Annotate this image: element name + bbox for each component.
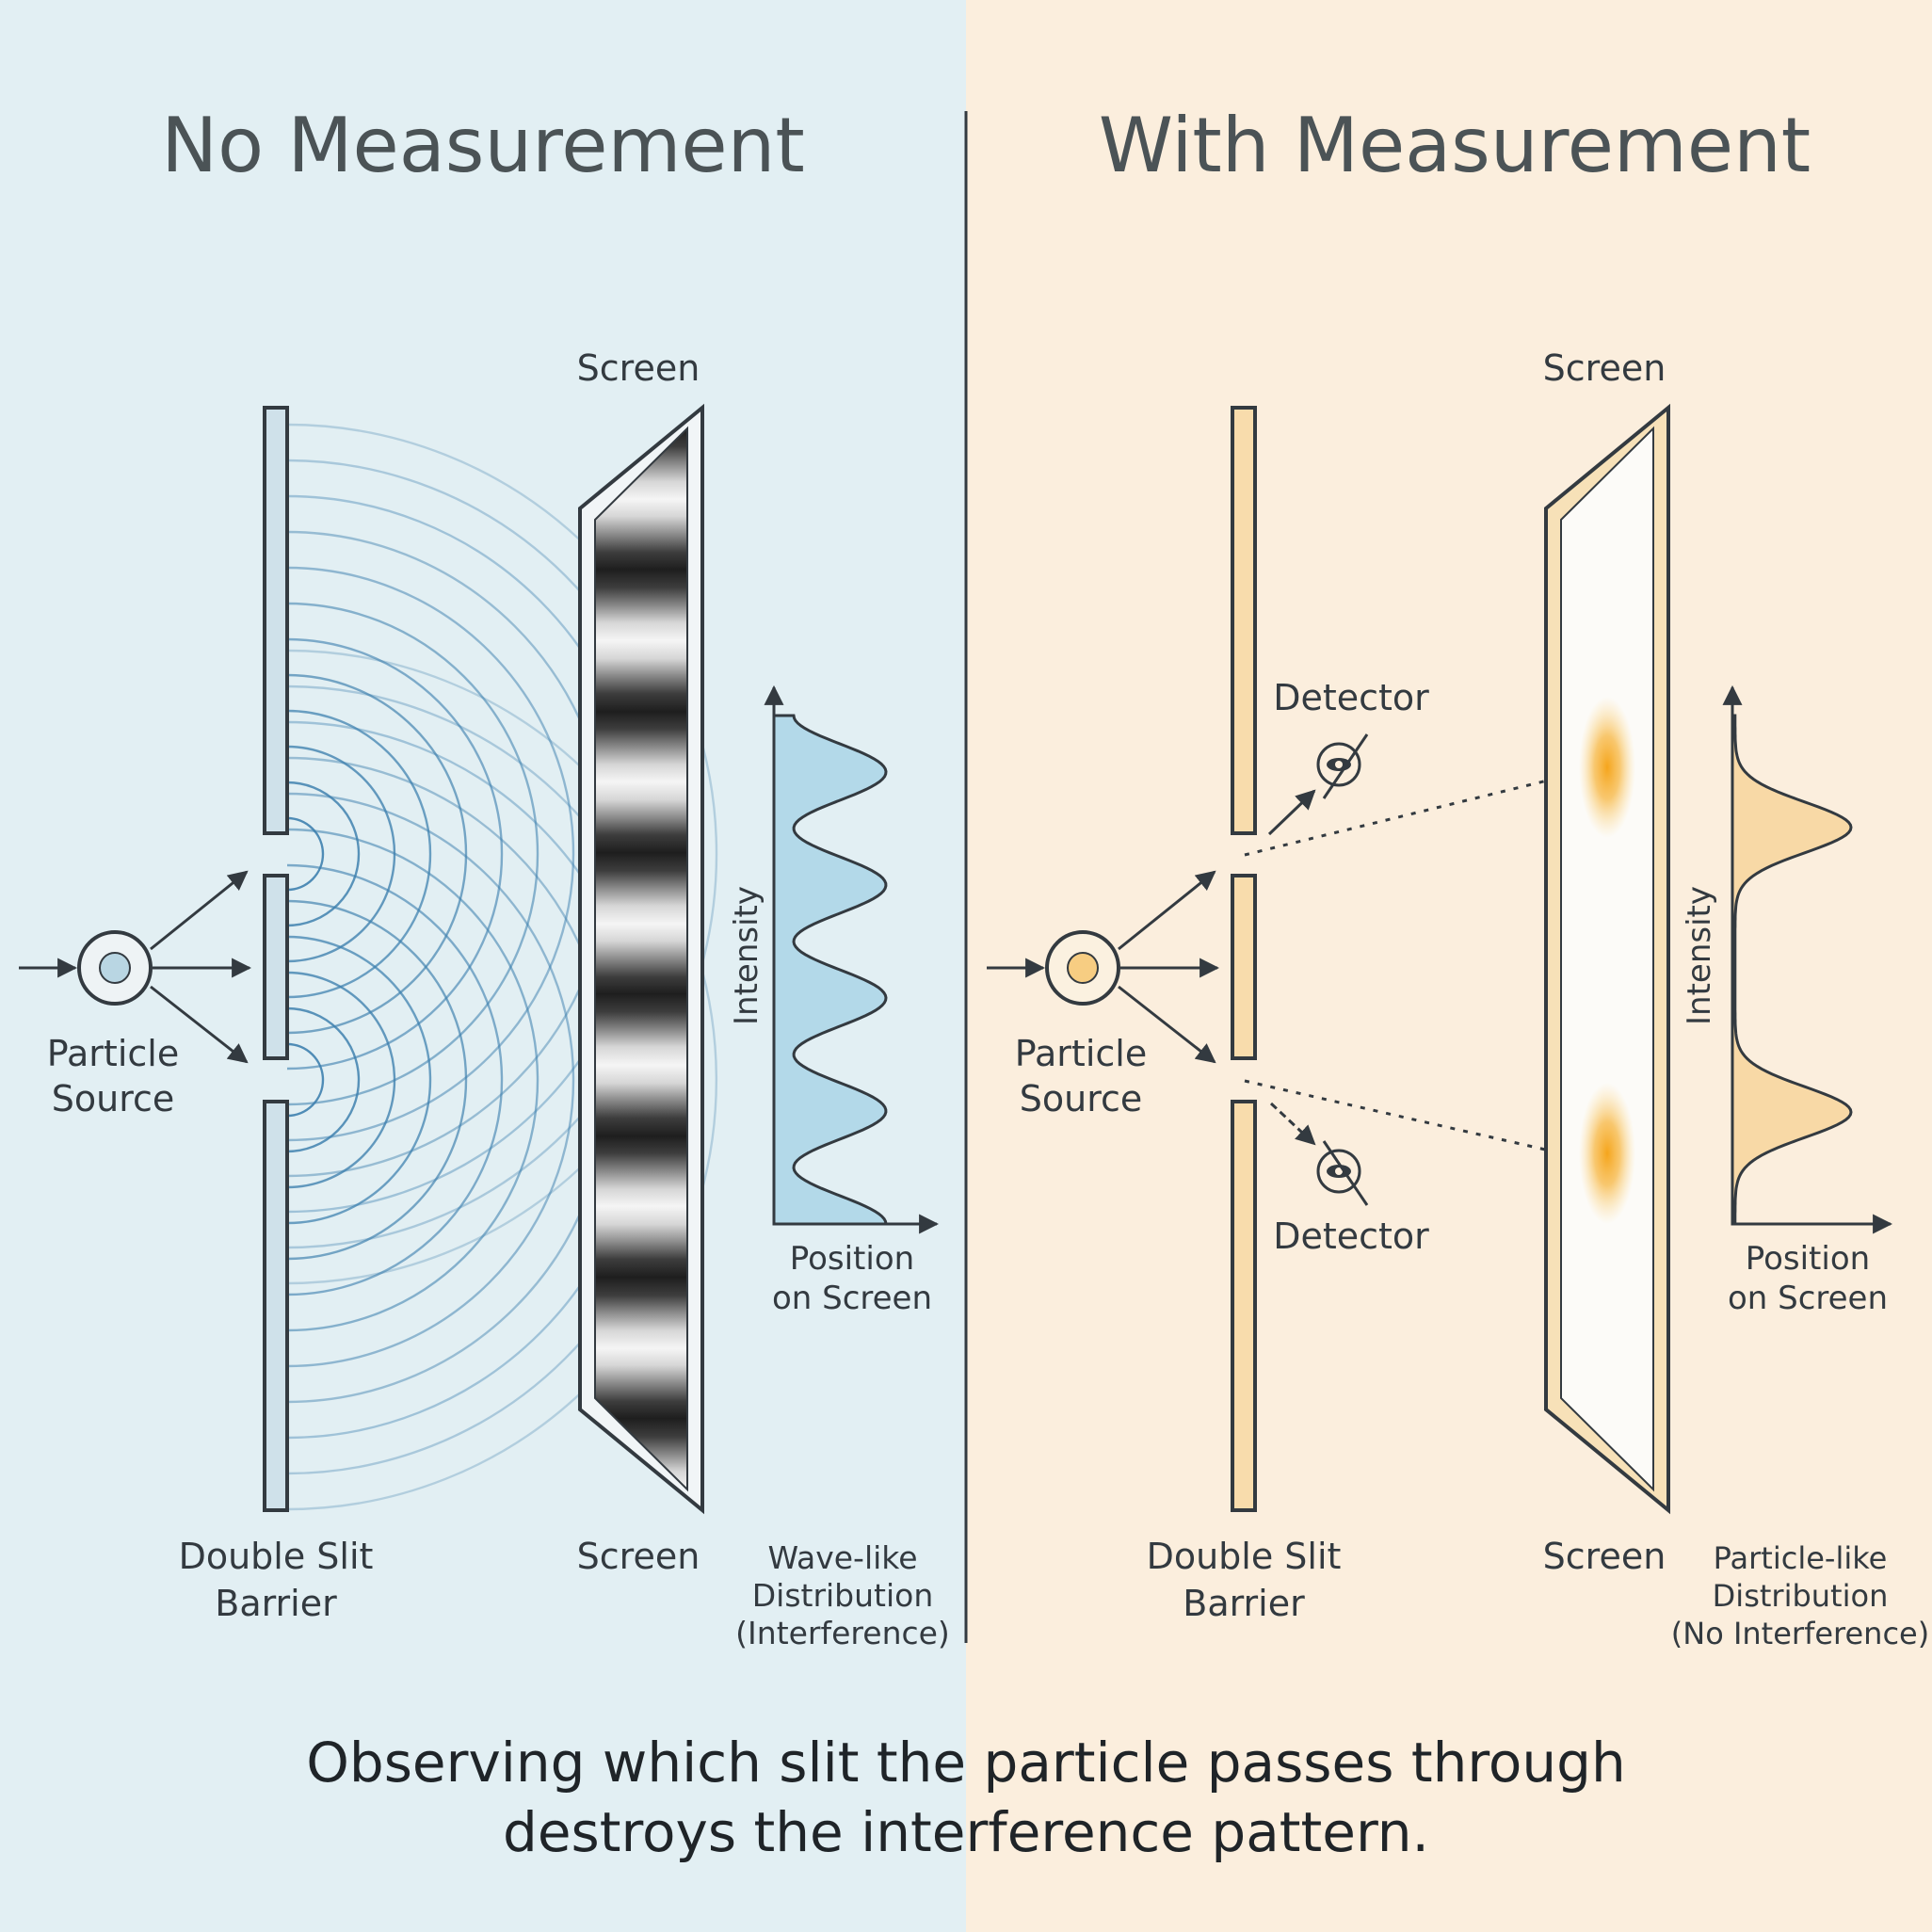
- barrier-label-line2: Barrier: [1183, 1583, 1305, 1624]
- source-label-line1: Particle: [47, 1033, 179, 1074]
- lower-hit-spot: [1579, 1083, 1635, 1224]
- distribution-label-line3: (Interference): [735, 1615, 950, 1651]
- particle-core: [99, 952, 131, 984]
- arrow-to-bottom-detector: [1269, 1102, 1316, 1146]
- distribution-label-line1: Particle-like: [1714, 1540, 1888, 1576]
- wavefront-arc: [286, 863, 504, 1296]
- arrow-to-upper-slit: [1118, 870, 1216, 951]
- barrier-bottom-segment: [1231, 1100, 1257, 1512]
- interference-intensity-curve: [772, 714, 888, 1226]
- distribution-label-line2: Distribution: [752, 1577, 934, 1614]
- barrier-middle-segment: [1231, 874, 1257, 1060]
- particle-intensity-curve: [1731, 714, 1853, 1226]
- upper-hit-spot: [1579, 697, 1635, 838]
- wavefront-arc: [286, 649, 718, 1511]
- barrier-middle-segment: [263, 874, 289, 1060]
- interference-fringes: [594, 426, 688, 1492]
- screen-label-top: Screen: [1543, 347, 1666, 389]
- wavefront-arc: [286, 602, 539, 1106]
- barrier-top-segment: [263, 406, 289, 835]
- eye-detector-icon-bottom: [1316, 1140, 1369, 1206]
- right-panel-background: [966, 0, 1932, 1932]
- barrier-top-segment: [1231, 406, 1257, 835]
- wavefront-arc: [286, 935, 432, 1225]
- arrow-to-lower-slit: [150, 985, 249, 1064]
- wavefront-arc: [286, 899, 468, 1261]
- distribution-label-line3: (No Interference): [1671, 1616, 1929, 1651]
- detector-bottom-label: Detector: [1273, 1216, 1429, 1257]
- distribution-label-line1: Wave-like: [767, 1539, 917, 1576]
- screen-label-bottom: Screen: [1543, 1536, 1666, 1577]
- eye-detector-icon-top: [1316, 733, 1369, 799]
- graph-y-label: Intensity: [728, 886, 765, 1025]
- source-label-line2: Source: [52, 1078, 175, 1119]
- caption-line2: destroys the interference pattern.: [503, 1800, 1429, 1864]
- wavefront-arc: [286, 423, 718, 1285]
- wavefront-arc: [286, 828, 539, 1332]
- wavefront-arc: [286, 709, 432, 999]
- screen-surface: [1560, 426, 1654, 1492]
- path-upper-slit-to-screen: [1244, 768, 1577, 857]
- barrier-bottom-segment: [263, 1100, 289, 1512]
- particle-core: [1067, 952, 1099, 984]
- path-lower-slit-to-screen: [1244, 1079, 1577, 1163]
- arrow-to-upper-slit: [150, 870, 249, 951]
- barrier-label-line1: Double Slit: [1147, 1536, 1342, 1577]
- right-title: With Measurement: [1099, 102, 1811, 189]
- graph-x-label-line1: Position: [1746, 1240, 1870, 1278]
- screen-label-top: Screen: [577, 347, 700, 389]
- wavefront-arc: [286, 1006, 361, 1153]
- graph-x-label-line2: on Screen: [1728, 1280, 1888, 1317]
- wavefront-arc: [286, 566, 575, 1142]
- left-experiment: Particle Source Double Slit Barrier Scre…: [19, 347, 950, 1651]
- arrow-to-lower-slit: [1118, 985, 1216, 1064]
- wavefront-arc: [286, 781, 361, 927]
- wavefront-arc: [286, 816, 325, 892]
- detector-top-label: Detector: [1273, 677, 1429, 718]
- wavefront-arc: [286, 1042, 325, 1118]
- distribution-label-line2: Distribution: [1713, 1578, 1889, 1614]
- screen-label-bottom: Screen: [577, 1536, 700, 1577]
- right-experiment: Particle Source Double Slit Barrier Dete…: [987, 347, 1929, 1651]
- source-label-line1: Particle: [1015, 1033, 1147, 1074]
- caption-line1: Observing which slit the particle passes…: [306, 1731, 1626, 1795]
- barrier-label-line2: Barrier: [215, 1583, 337, 1624]
- wavefront-arc: [286, 971, 396, 1189]
- graph-y-label: Intensity: [1681, 886, 1718, 1025]
- left-title: No Measurement: [161, 102, 804, 189]
- graph-x-label-line1: Position: [790, 1240, 914, 1278]
- arrow-to-top-detector: [1267, 789, 1316, 836]
- wavefront-arc: [286, 792, 575, 1368]
- graph-x-label-line2: on Screen: [772, 1280, 932, 1317]
- source-label-line2: Source: [1020, 1078, 1143, 1119]
- barrier-label-line1: Double Slit: [179, 1536, 374, 1577]
